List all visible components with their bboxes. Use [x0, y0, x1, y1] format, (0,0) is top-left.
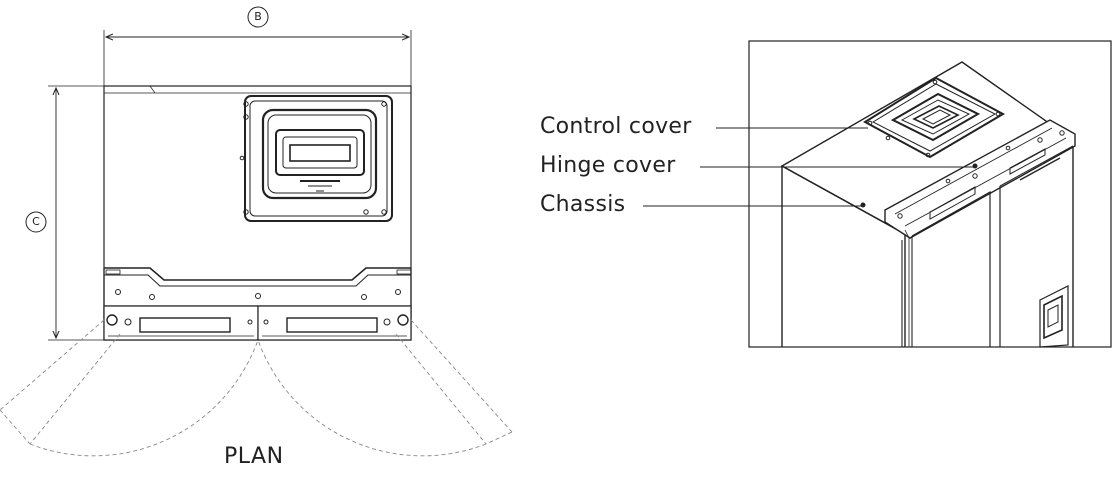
door-swing-arcs: [0, 319, 513, 457]
plan-view: [0, 6, 513, 457]
plan-title: PLAN: [224, 444, 284, 469]
dimension-b-label: B: [254, 10, 262, 23]
hinge-cover-perspective: [860, 119, 1076, 239]
callout-control-cover: Control cover: [540, 114, 692, 139]
doors-plan: [103, 305, 412, 341]
dispenser-perspective: [1039, 285, 1069, 348]
callout-hinge-cover: Hinge cover: [540, 153, 676, 178]
control-cover-perspective: [863, 76, 1006, 159]
dimension-b: [103, 6, 412, 90]
dimension-c-label: C: [32, 215, 40, 228]
callout-leaders: [643, 127, 975, 207]
control-cover-plan: [239, 95, 393, 222]
callout-chassis: Chassis: [540, 192, 626, 217]
perspective-view: [643, 40, 1112, 348]
doors-perspective: [901, 145, 1074, 347]
